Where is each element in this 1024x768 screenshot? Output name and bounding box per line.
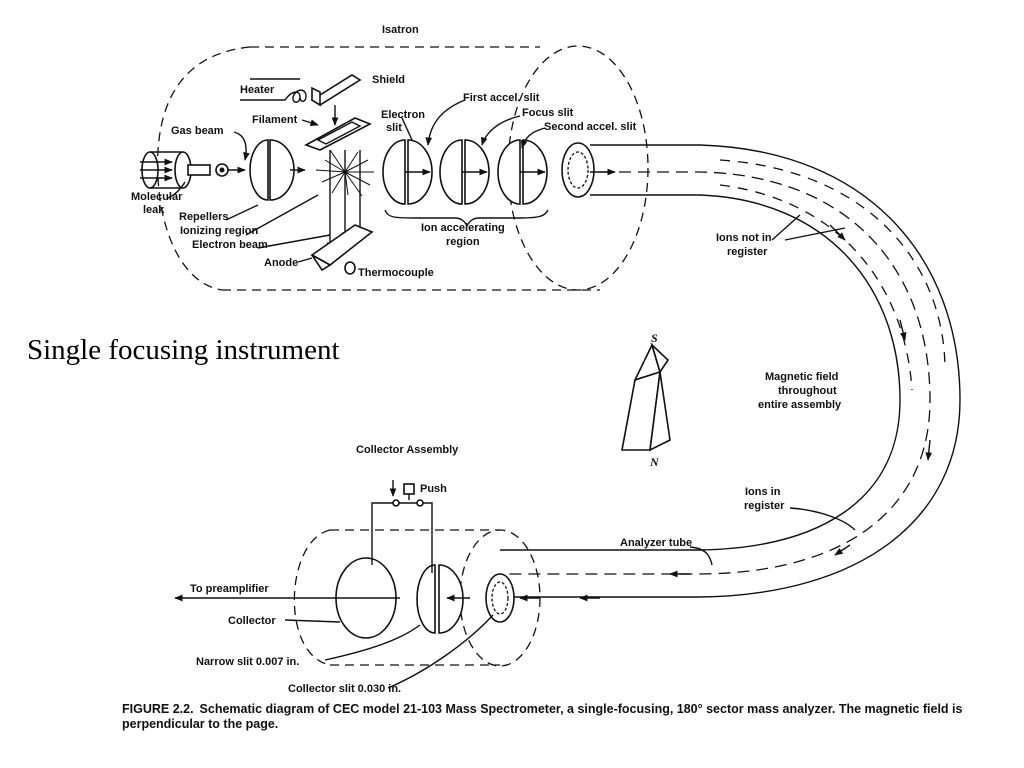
label-heater: Heater <box>240 84 275 96</box>
analyzer-tube <box>500 142 961 598</box>
label-magnetic-field-2: throughout <box>778 385 837 397</box>
repeller <box>249 139 306 201</box>
label-collector-slit: Collector slit 0.030 in. <box>288 683 401 695</box>
label-electron-slit-1: Electron <box>381 109 425 121</box>
collector-parts <box>174 480 856 689</box>
label-shield: Shield <box>372 74 405 86</box>
label-ionizing-region: Ionizing region <box>180 225 258 237</box>
label-second-accel-slit: Second accel. slit <box>544 121 637 133</box>
label-thermocouple: Thermocouple <box>358 267 434 279</box>
ionizing-region <box>315 149 374 251</box>
ion-beams <box>500 159 946 602</box>
label-magnetic-field-1: Magnetic field <box>765 371 838 383</box>
diagram-labels: Isatron Heater Shield Filament Electron … <box>131 24 842 695</box>
molecular-leak <box>140 151 246 189</box>
caption-text: Schematic diagram of CEC model 21-103 Ma… <box>122 702 963 731</box>
label-ions-not-in-register-1: Ions not in <box>716 232 772 244</box>
label-narrow-slit: Narrow slit 0.007 in. <box>196 656 299 668</box>
label-collector-assembly: Collector Assembly <box>356 444 459 456</box>
label-ion-accel-region-1: Ion accelerating <box>421 222 505 234</box>
label-molecular-leak-1: Molecular <box>131 191 183 203</box>
accelerating-slits <box>382 139 549 228</box>
anode <box>310 224 374 275</box>
figure-caption: FIGURE 2.2.Schematic diagram of CEC mode… <box>122 702 982 732</box>
label-push: Push <box>420 483 447 495</box>
magnet-poles <box>621 342 671 452</box>
label-ion-accel-region-2: region <box>446 236 480 248</box>
label-pole-n: N <box>649 455 660 469</box>
label-focus-slit: Focus slit <box>522 107 574 119</box>
label-electron-slit-2: slit <box>386 122 402 134</box>
label-first-accel-slit: First accel. slit <box>463 92 540 104</box>
label-ions-not-in-register-2: register <box>727 246 768 258</box>
label-filament: Filament <box>252 114 298 126</box>
label-ions-in-register-1: Ions in <box>745 486 781 498</box>
slide-heading: Single focusing instrument <box>27 334 340 366</box>
figure-label: FIGURE 2.2. <box>122 702 194 716</box>
label-collector: Collector <box>228 615 276 627</box>
label-gas-beam: Gas beam <box>171 125 224 137</box>
label-anode: Anode <box>264 257 298 269</box>
label-magnetic-field-3: entire assembly <box>758 399 842 411</box>
label-analyzer-tube: Analyzer tube <box>620 537 692 549</box>
label-isatron: Isatron <box>382 24 419 36</box>
filament-assembly <box>240 74 372 151</box>
label-to-preamplifier: To preamplifier <box>190 583 269 595</box>
label-repellers: Repellers <box>179 211 229 223</box>
label-molecular-leak-2: leak <box>143 204 165 216</box>
label-pole-s: S <box>651 331 658 345</box>
label-electron-beam: Electron beam <box>192 239 268 251</box>
label-ions-in-register-2: register <box>744 500 785 512</box>
source-leaders <box>167 99 846 263</box>
